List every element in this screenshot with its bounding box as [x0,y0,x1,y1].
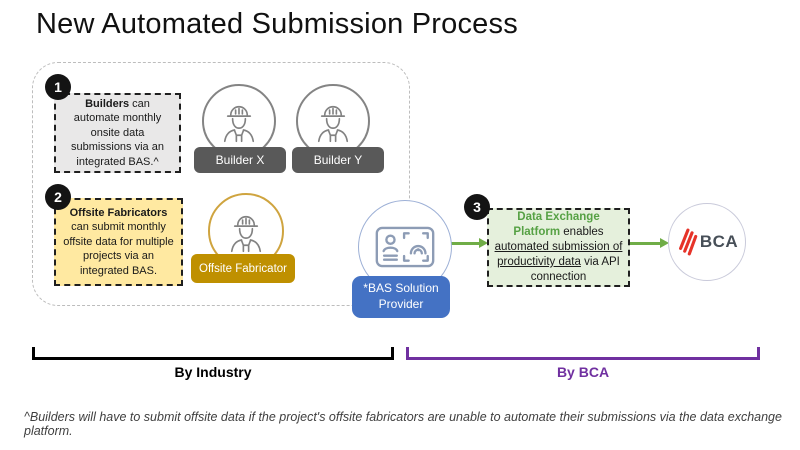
bas-provider-label: *BAS Solution Provider [352,276,450,318]
industry-dashed-container [32,62,410,306]
bca-avatar: BCA [668,203,746,281]
step-2-note-rest: can submit monthly offsite data for mult… [63,221,174,277]
step-3-note-underlined: automated submission of productivity dat… [494,240,623,269]
bca-logo [678,228,698,256]
footnote: ^Builders will have to submit offsite da… [24,410,782,438]
offsite-fabricator-label: Offsite Fabricator [191,254,295,283]
slide-title: New Automated Submission Process [36,8,518,40]
step-2-badge: 2 [45,184,71,210]
step-1-note: Builders can automate monthly onsite dat… [54,93,181,173]
step-3-note-heading: Data Exchange Platform [513,210,600,238]
arrow-platform-to-bca [630,242,661,245]
step-3-note-pre: enables [560,225,604,238]
step-1-note-text: Builders can automate monthly onsite dat… [61,97,174,170]
step-2-note-bold: Offsite Fabricators [69,206,168,219]
step-3-badge: 3 [464,194,490,220]
builder-x-label: Builder X [194,147,286,173]
by-industry-bracket [32,347,394,360]
step-2-note: Offsite Fabricators can submit monthly o… [54,198,183,286]
step-1-note-rest: can automate monthly onsite data submiss… [71,97,164,168]
step-3-note-text: Data Exchange Platform enables automated… [494,210,623,286]
step-2-note-text: Offsite Fabricators can submit monthly o… [61,206,176,279]
step-1-badge: 1 [45,74,71,100]
bca-logo-text: BCA [699,232,739,251]
step-1-note-bold: Builders [85,97,130,110]
builder-y-avatar [296,84,370,158]
construction-worker-icon [230,215,262,253]
arrow-provider-to-platform [450,242,480,245]
construction-worker-icon [223,105,255,143]
by-bca-label: By BCA [556,364,610,380]
step-3-note-post: via API connection [530,256,620,284]
by-bca-bracket [406,347,760,360]
builder-y-label: Builder Y [292,147,384,173]
construction-worker-icon [317,105,349,143]
step-3-note: Data Exchange Platform enables automated… [487,208,630,287]
by-industry-label: By Industry [174,364,252,380]
id-card-fingerprint-icon [375,226,435,268]
